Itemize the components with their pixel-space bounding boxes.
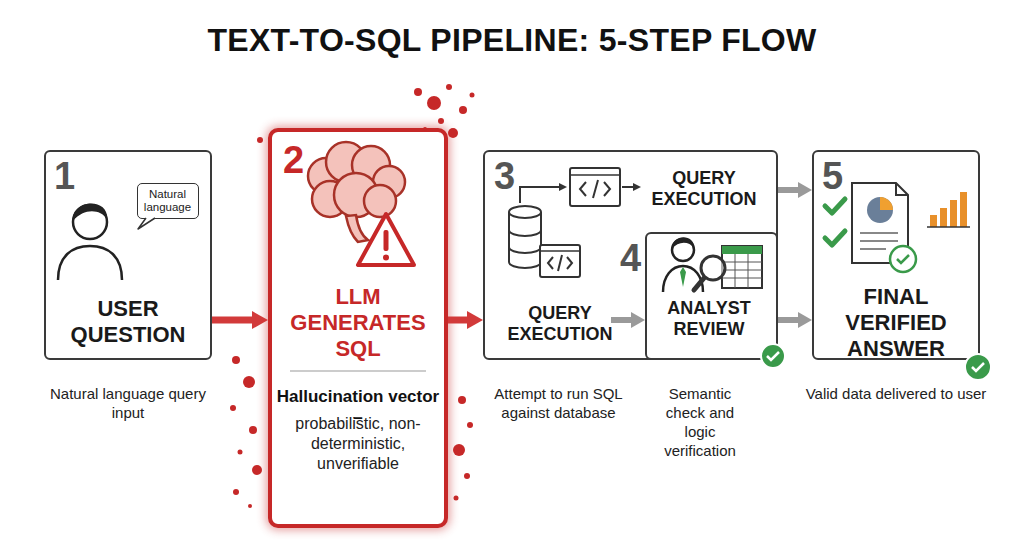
splatter-dot [464,473,470,479]
step-title: QUERY EXECUTION [638,168,770,210]
splatter-dot [232,356,240,364]
splatter-dot [238,450,243,455]
process-box: 3QUERY EXECUTIONQUERY EXECUTIONAttempt t… [483,150,778,360]
step-title: USER QUESTION [53,296,203,348]
step-number: 3 [494,156,528,196]
step-caption: Valid data delivered to user [796,384,996,403]
step-number: 1 [54,156,88,196]
check-mark [972,363,984,371]
splatter-dot [448,128,458,138]
process-box: 5FINAL VERIFIED ANSWERValid data deliver… [812,150,980,360]
step-number: 5 [822,156,856,196]
speech-bubble: Natural language [137,183,199,219]
splatter-dot [257,137,263,143]
splatter-dot [248,504,252,508]
flow-arrow [778,187,798,193]
alert-box: 2LLM GENERATES SQLHallucination vector –… [268,128,448,528]
process-box: 4ANALYST REVIEWSemantic check and logic … [645,232,778,360]
splatter-dot [414,88,422,96]
splatter-dot [427,96,441,110]
flow-arrow [778,317,798,323]
alert-body: probabilistic, non-deterministic, unveri… [283,414,433,474]
splatter-dot [467,422,473,428]
step-title: LLM GENERATES SQL [283,284,433,362]
bubble-text: Natural language [138,188,198,214]
splatter-dot [233,489,239,495]
step-title: QUERY EXECUTION [495,303,625,345]
splatter-dot [438,118,444,124]
splatter-dot [252,465,262,475]
flow-arrow [212,317,252,324]
step-caption: Natural language query input [40,384,216,422]
splatter-dot [243,376,255,388]
splatter-dot [446,84,452,90]
step-caption: Attempt to run SQL against database [486,384,631,422]
splatter-dot [459,106,467,114]
splatter-dot [230,405,236,411]
splatter-dot [249,426,257,434]
step-number: 2 [283,140,319,180]
splatter-dot [454,496,459,501]
step-title: ANALYST REVIEW [648,298,770,340]
diagram-title: TEXT-TO-SQL PIPELINE: 5-STEP FLOW [0,22,1024,59]
splatter-dot [458,396,466,404]
step-title: FINAL VERIFIED ANSWER [821,284,971,362]
step-caption: Semantic check and logic verification [654,384,746,460]
flow-arrow [448,317,467,324]
process-box: 1USER QUESTIONNatural language query inp… [44,150,212,360]
splatter-dot [453,444,465,456]
splatter-dot [470,93,475,98]
step-number: 4 [620,238,650,278]
